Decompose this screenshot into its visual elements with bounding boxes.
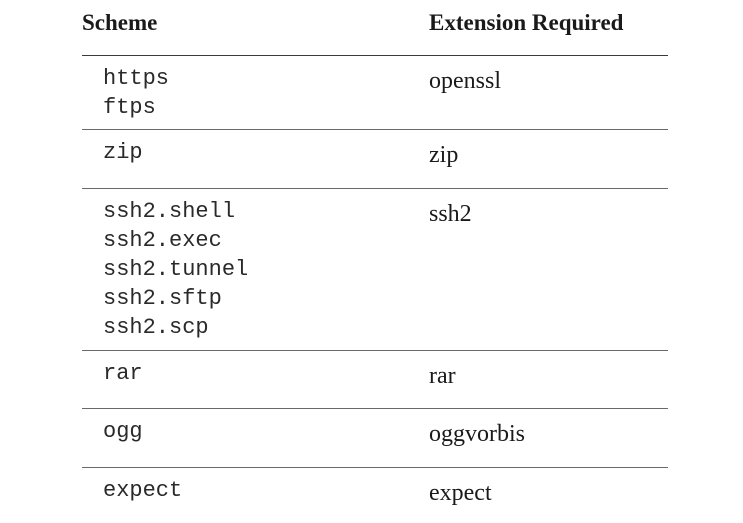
- scheme-cell: ssh2.shell: [103, 199, 236, 224]
- extension-cell: ssh2: [429, 201, 472, 227]
- scheme-extension-table: Scheme Extension Required https ftps ope…: [82, 0, 668, 523]
- extension-cell: rar: [429, 363, 456, 389]
- scheme-cell: rar: [103, 361, 143, 386]
- header-extension-required: Extension Required: [429, 10, 624, 35]
- table-row: ogg oggvorbis: [82, 409, 668, 468]
- scheme-list: expect: [103, 476, 182, 505]
- scheme-cell: ssh2.exec: [103, 228, 222, 253]
- scheme-list: rar: [103, 359, 143, 388]
- scheme-cell: ogg: [103, 419, 143, 444]
- scheme-cell: ssh2.scp: [103, 315, 209, 340]
- scheme-cell: ftps: [103, 95, 156, 120]
- table-row: expect expect: [82, 468, 668, 523]
- scheme-list: https ftps: [103, 64, 169, 122]
- table-row: rar rar: [82, 351, 668, 409]
- scheme-cell: https: [103, 66, 170, 91]
- extension-cell: openssl: [429, 68, 501, 94]
- header-scheme: Scheme: [82, 10, 158, 35]
- scheme-cell: ssh2.sftp: [103, 286, 222, 311]
- scheme-list: ssh2.shell ssh2.exec ssh2.tunnel ssh2.sf…: [103, 197, 248, 342]
- scheme-cell: zip: [103, 140, 143, 165]
- scheme-list: zip: [103, 138, 143, 167]
- table-row: zip zip: [82, 130, 668, 189]
- extension-cell: oggvorbis: [429, 421, 525, 447]
- extension-cell: zip: [429, 142, 459, 168]
- table-row: ssh2.shell ssh2.exec ssh2.tunnel ssh2.sf…: [82, 189, 668, 351]
- table-header: Scheme Extension Required: [82, 0, 668, 56]
- table-row: https ftps openssl: [82, 56, 668, 130]
- scheme-cell: expect: [103, 478, 183, 503]
- scheme-cell: ssh2.tunnel: [103, 257, 249, 282]
- scheme-list: ogg: [103, 417, 143, 446]
- extension-cell: expect: [429, 480, 492, 506]
